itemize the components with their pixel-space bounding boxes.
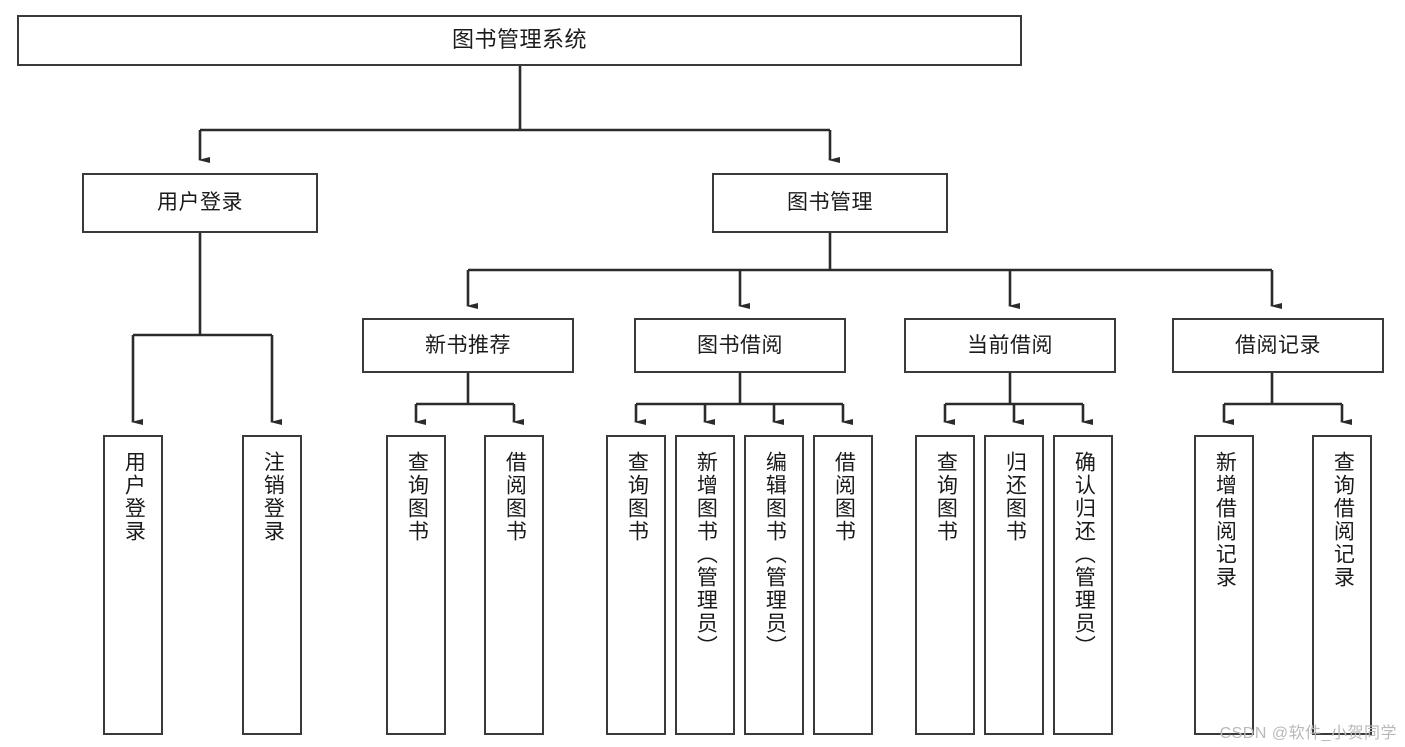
node-user-login[interactable]: 用户登录 xyxy=(82,173,318,233)
node-label: 图书管理 xyxy=(787,191,873,215)
leaf-current-query-book[interactable]: 查询图书 xyxy=(915,435,975,735)
node-label: 新书推荐 xyxy=(425,333,511,357)
node-borrow-record[interactable]: 借阅记录 xyxy=(1172,318,1384,373)
leaf-current-return-book[interactable]: 归还图书 xyxy=(984,435,1044,735)
watermark: CSDN @软件_小贺同学 xyxy=(1219,725,1397,742)
node-current-borrow[interactable]: 当前借阅 xyxy=(904,318,1116,373)
leaf-record-add-record[interactable]: 新增借阅记录 xyxy=(1194,435,1254,735)
leaf-record-query-record[interactable]: 查询借阅记录 xyxy=(1312,435,1372,735)
leaf-recommend-query-book[interactable]: 查询图书 xyxy=(386,435,446,735)
node-label: 注销登录 xyxy=(261,451,285,543)
node-label: 查询图书 xyxy=(405,451,429,543)
node-label: 查询借阅记录 xyxy=(1331,451,1355,589)
node-label: 用户登录 xyxy=(122,451,146,543)
node-label: 借阅记录 xyxy=(1235,333,1321,357)
node-label: 确认归还（管理员） xyxy=(1072,451,1096,658)
node-label: 用户登录 xyxy=(157,191,243,215)
leaf-borrow-borrow-book[interactable]: 借阅图书 xyxy=(813,435,873,735)
node-label: 借阅图书 xyxy=(503,451,527,543)
node-label: 查询图书 xyxy=(934,451,958,543)
node-new-book-recommend[interactable]: 新书推荐 xyxy=(362,318,574,373)
leaf-recommend-borrow-book[interactable]: 借阅图书 xyxy=(484,435,544,735)
leaf-user-login-logout[interactable]: 注销登录 xyxy=(242,435,302,735)
node-label: 编辑图书（管理员） xyxy=(763,451,787,658)
node-root[interactable]: 图书管理系统 xyxy=(17,15,1022,66)
node-label: 查询图书 xyxy=(625,451,649,543)
leaf-borrow-query-book[interactable]: 查询图书 xyxy=(606,435,666,735)
node-book-management[interactable]: 图书管理 xyxy=(712,173,948,233)
leaf-user-login-login[interactable]: 用户登录 xyxy=(103,435,163,735)
node-label: 图书借阅 xyxy=(697,333,783,357)
leaf-borrow-edit-book[interactable]: 编辑图书（管理员） xyxy=(744,435,804,735)
node-label: 新增图书（管理员） xyxy=(694,451,718,658)
node-label: 图书管理系统 xyxy=(451,27,587,53)
node-book-borrow[interactable]: 图书借阅 xyxy=(634,318,846,373)
node-label: 借阅图书 xyxy=(832,451,856,543)
leaf-current-confirm-return[interactable]: 确认归还（管理员） xyxy=(1053,435,1113,735)
node-label: 当前借阅 xyxy=(967,333,1053,357)
leaf-borrow-add-book[interactable]: 新增图书（管理员） xyxy=(675,435,735,735)
node-label: 新增借阅记录 xyxy=(1213,451,1237,589)
node-label: 归还图书 xyxy=(1003,451,1027,543)
